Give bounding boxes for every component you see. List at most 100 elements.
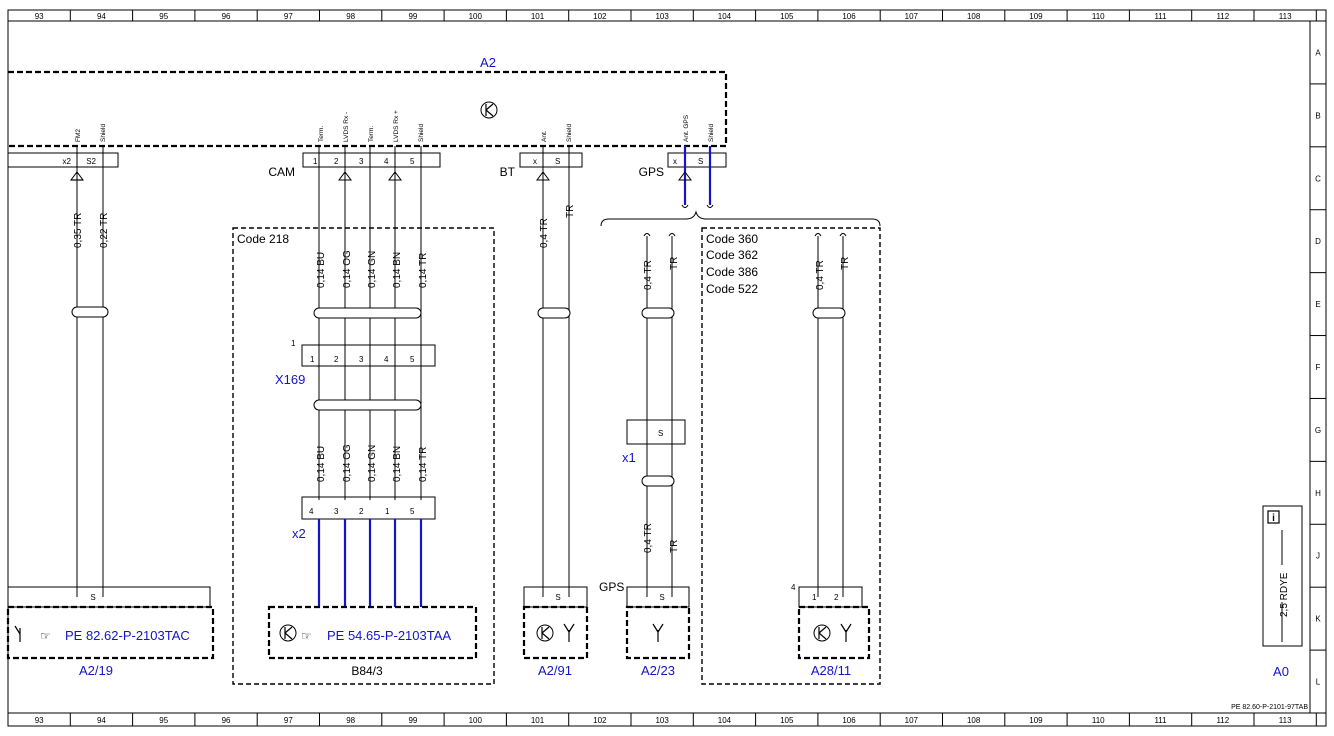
ruler-column-label: 112 xyxy=(1216,716,1229,725)
antenna-icon xyxy=(652,623,664,642)
legend-wire-label: 2,5 RDYE xyxy=(1279,572,1290,617)
ruler-column-label: 103 xyxy=(655,716,669,725)
x169-pin-1: 1 xyxy=(310,355,315,364)
fm-signal-shield: Shield xyxy=(100,124,107,142)
a2-19-label: A2/19 xyxy=(79,663,113,678)
b84-3-label: B84/3 xyxy=(351,664,383,678)
ruler-column-label: 110 xyxy=(1092,12,1105,21)
bt-connector-label: BT xyxy=(500,165,516,179)
bt-pin-x: x xyxy=(533,157,537,166)
ruler-column-label: 113 xyxy=(1279,12,1292,21)
cam-pin-3: 3 xyxy=(359,157,364,166)
ruler-column-label: 101 xyxy=(531,12,545,21)
ruler-column-label: 100 xyxy=(469,716,483,725)
ruler-column-label: 95 xyxy=(159,716,168,725)
ruler-column-label: 107 xyxy=(905,716,919,725)
a2-23-pin-s: S xyxy=(659,593,664,602)
x2-pin-4: 4 xyxy=(309,507,314,516)
code-218-region: Code 218 0,14 BU 0,14 OG 0,14 GN 0,14 BN… xyxy=(232,227,495,685)
code-386-label: Code 386 xyxy=(706,265,758,279)
x1-pin-s: S xyxy=(658,429,663,438)
x169-pin-2: 2 xyxy=(334,355,339,364)
b84-3-ref-link[interactable]: PE 54.65-P-2103TAA xyxy=(327,628,451,643)
ruler-column-label: 106 xyxy=(842,12,856,21)
info-icon-glyph: i xyxy=(1272,513,1275,524)
wire-color-legend: i 2,5 RDYE A0 xyxy=(1262,505,1303,679)
module-a2-label: A2 xyxy=(480,55,496,70)
ruler-column-label: 105 xyxy=(780,12,794,21)
gps-signal-shield: Shield xyxy=(708,124,715,142)
x1-label: x1 xyxy=(622,450,636,465)
gps-pin-x: x xyxy=(673,157,677,166)
ruler-column-label: 104 xyxy=(718,716,732,725)
a2-19-ref-link[interactable]: PE 82.62-P-2103TAC xyxy=(65,628,190,643)
ruler-column-label: 109 xyxy=(1029,716,1043,725)
ruler-row-label: E xyxy=(1315,300,1320,309)
transistor-symbol-icon xyxy=(480,101,498,119)
x169-pin-4: 4 xyxy=(384,355,389,364)
bt-signal-ant: Ant. xyxy=(541,130,548,142)
a28-11-pin-2: 2 xyxy=(834,593,839,602)
antenna-icon xyxy=(14,625,21,642)
info-icon[interactable] xyxy=(1267,510,1280,524)
code-group-region: Code 360 Code 362 Code 386 Code 522 0,4 … xyxy=(701,227,881,685)
cam-signal-lvds-rx-minus: LVDS Rx - xyxy=(343,112,350,142)
ruler-column-label: 96 xyxy=(222,12,231,21)
a2-91-pin-s: S xyxy=(555,593,560,602)
fm-pin-s2: S2 xyxy=(86,157,96,166)
gps-harness: 0,4 TR TR S x1 0,4 TR TR xyxy=(622,233,686,597)
ruler-column-label: 98 xyxy=(346,12,355,21)
ruler-column-label: 109 xyxy=(1029,12,1043,21)
ruler-column-label: 102 xyxy=(593,716,607,725)
ruler-column-label: 101 xyxy=(531,716,545,725)
transistor-symbol-icon xyxy=(536,624,554,642)
code-360-label: Code 360 xyxy=(706,232,758,246)
ruler-row-label: D xyxy=(1315,237,1321,246)
code-218-label: Code 218 xyxy=(237,232,289,246)
bt-signal-shield: Shield xyxy=(566,124,573,142)
gps-signal-ant-gps: Ant. GPS xyxy=(683,114,690,142)
cam-pin-5: 5 xyxy=(410,157,415,166)
a2-91-label: A2/91 xyxy=(538,663,572,678)
code-362-label: Code 362 xyxy=(706,248,758,262)
ground-a0-label: A0 xyxy=(1273,664,1289,679)
ruler-column-label: 97 xyxy=(284,12,293,21)
document-reference: PE 82.60-P-2101-97TAB xyxy=(1231,704,1308,711)
ruler-column-label: 108 xyxy=(967,12,981,21)
connector-gps: GPS x S Ant. GPS Shield xyxy=(600,114,881,227)
antenna-icon xyxy=(840,623,852,642)
ruler-column-label: 95 xyxy=(159,12,168,21)
ruler-column-label: 103 xyxy=(655,12,669,21)
ruler-column-label: 108 xyxy=(967,716,981,725)
ruler-row-label: J xyxy=(1316,552,1320,561)
cam-signal-term-1: Term. xyxy=(318,126,325,142)
x2-pin-5: 5 xyxy=(410,507,415,516)
a28-11-pin-1: 1 xyxy=(812,593,817,602)
bt-wire-1-label: 0,4 TR xyxy=(539,218,550,248)
code-522-label: Code 522 xyxy=(706,282,758,296)
ruler-column-label: 93 xyxy=(35,716,44,725)
x169-pin-5: 5 xyxy=(410,355,415,364)
cam-lower-wire-4-label: 0,14 BN xyxy=(392,446,403,482)
a28-wire-1-label: 0,4 TR xyxy=(815,260,826,290)
connector-cam: CAM 1 2 3 4 5 Term. LVDS Rx - Term. LVDS… xyxy=(268,110,441,500)
pointing-hand-icon: ☞ xyxy=(301,629,312,643)
x2-pin-3: 3 xyxy=(334,507,339,516)
a28-wire-2-label: TR xyxy=(840,257,851,270)
gps-connector-label: GPS xyxy=(639,165,664,179)
gps-upper-wire-2-label: TR xyxy=(669,257,680,270)
ruler-column-label: 93 xyxy=(35,12,44,21)
ruler-column-label: 100 xyxy=(469,12,483,21)
module-a2: A2 xyxy=(8,55,728,148)
antenna-icon xyxy=(563,623,575,642)
ruler-row-label: F xyxy=(1316,363,1321,372)
ruler-column-label: 99 xyxy=(408,12,417,21)
x2-pin-1: 1 xyxy=(385,507,390,516)
x169-pin-3: 3 xyxy=(359,355,364,364)
fm-signal-fm2: FM2 xyxy=(75,129,82,142)
a2-19-pin-s: S xyxy=(90,593,95,602)
